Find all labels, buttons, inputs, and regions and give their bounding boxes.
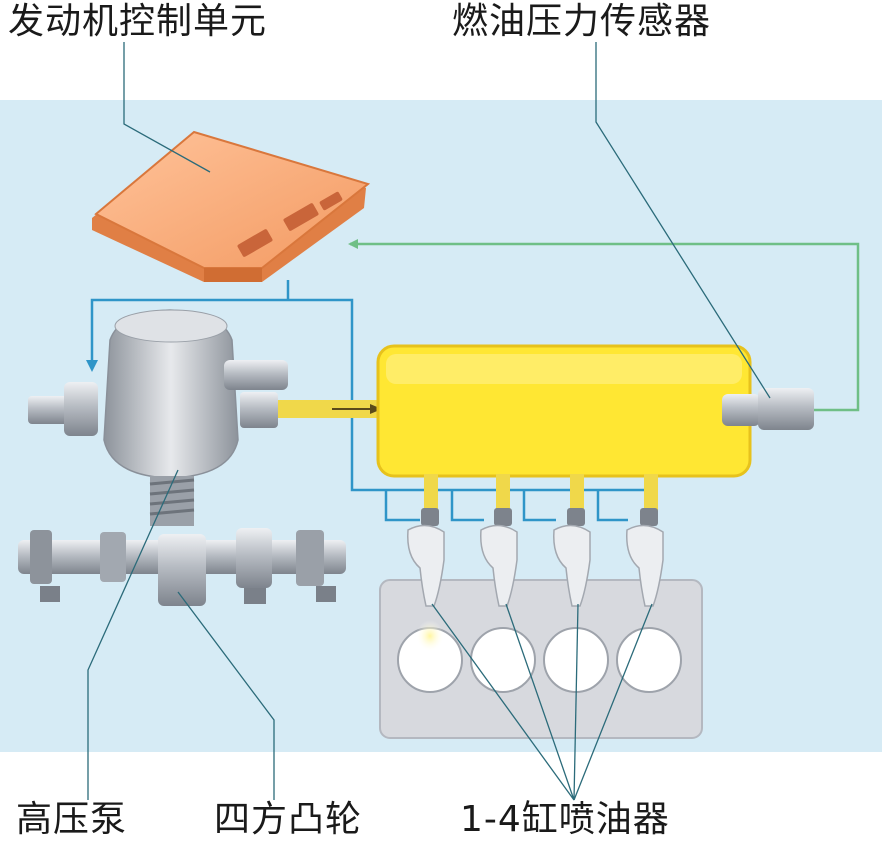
injector-3 bbox=[553, 508, 591, 607]
high-pressure-pump bbox=[28, 309, 388, 526]
leader-injector-1 bbox=[431, 603, 575, 801]
cylinder-4 bbox=[616, 627, 682, 693]
leader-sensor bbox=[595, 42, 771, 399]
leader-injector-3 bbox=[573, 603, 579, 801]
leader-ecu bbox=[123, 42, 211, 173]
leader-injector-4 bbox=[573, 603, 653, 801]
ecu-label: 发动机控制单元 bbox=[8, 1, 268, 42]
fuel-pressure-sensor-label: 燃油压力传感器 bbox=[452, 1, 712, 42]
fuel-flow-arrow bbox=[332, 404, 382, 414]
leader-cam bbox=[177, 591, 275, 800]
fuel-rail bbox=[376, 344, 752, 478]
injector-4 bbox=[626, 508, 664, 607]
leader-injector-2 bbox=[505, 603, 575, 801]
ecu-signal-lines bbox=[90, 280, 658, 522]
cylinder-group bbox=[397, 620, 682, 693]
injector-group bbox=[407, 508, 664, 607]
injection-spray bbox=[416, 620, 444, 652]
rail-feed-pipes bbox=[424, 474, 658, 514]
sensor-feedback-line bbox=[350, 242, 860, 412]
fuel-pressure-sensor bbox=[722, 388, 814, 430]
camshaft bbox=[18, 528, 346, 606]
ecu-module bbox=[92, 130, 371, 282]
pump-signal-arrowhead bbox=[86, 360, 98, 372]
feedback-arrowhead bbox=[348, 239, 358, 249]
leader-lines bbox=[87, 42, 771, 801]
cylinder-2 bbox=[470, 627, 536, 693]
engine-block bbox=[379, 579, 703, 739]
high-pressure-pump-label: 高压泵 bbox=[16, 799, 128, 840]
injectors-label: 1-4缸喷油器 bbox=[460, 799, 670, 840]
leader-pump bbox=[87, 469, 179, 800]
camshaft-label: 四方凸轮 bbox=[214, 799, 363, 840]
